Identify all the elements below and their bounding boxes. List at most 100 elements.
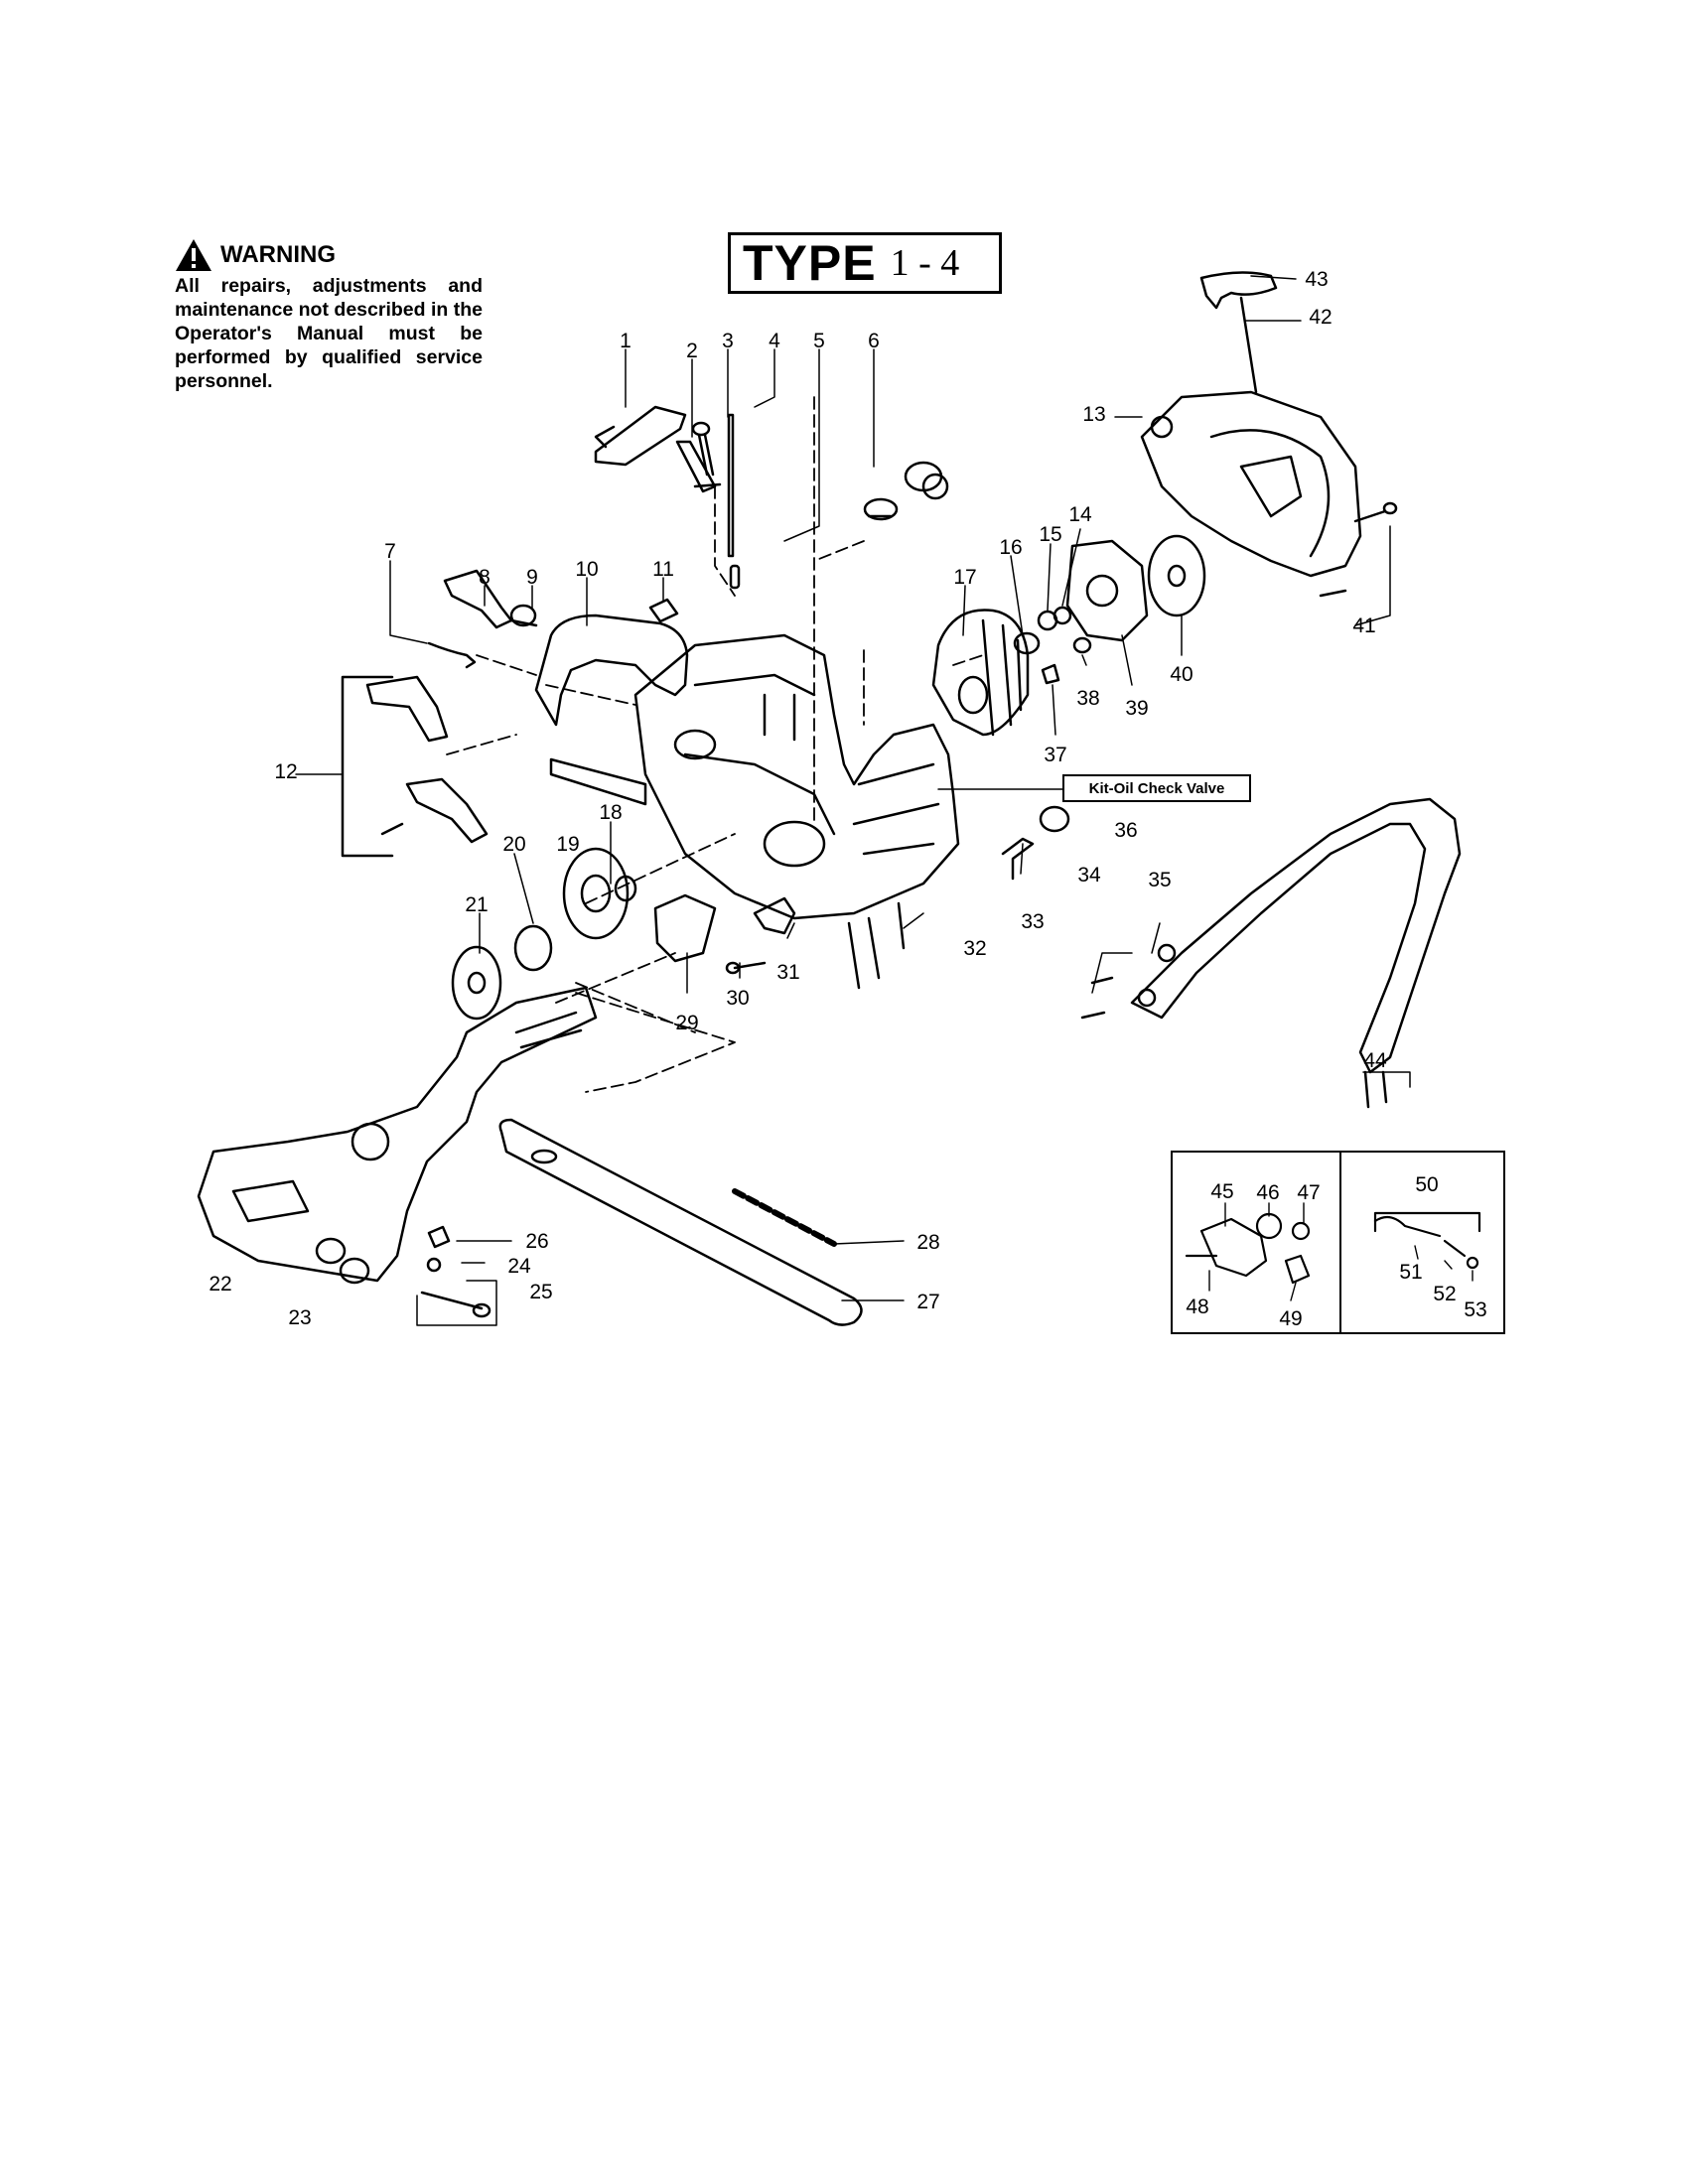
part-label-32: 32 xyxy=(963,937,986,960)
part-label-38: 38 xyxy=(1076,687,1099,710)
part-20-washer xyxy=(513,924,553,972)
part-label-43: 43 xyxy=(1305,268,1328,291)
part-label-10: 10 xyxy=(575,558,598,581)
part-5-pin xyxy=(729,564,741,590)
part-25-tensioner-screw xyxy=(420,1291,491,1318)
part-label-50: 50 xyxy=(1415,1173,1438,1196)
part-44-handle-bolts xyxy=(1363,1070,1388,1109)
part-label-31: 31 xyxy=(776,961,799,984)
part-label-36: 36 xyxy=(1114,819,1137,842)
part-label-1: 1 xyxy=(620,330,632,352)
part-35-front-handle xyxy=(1130,797,1462,1074)
part-47-plug xyxy=(1291,1221,1311,1241)
part-label-4: 4 xyxy=(769,330,780,352)
part-22-sprocket-cover xyxy=(197,986,598,1283)
part-29-guide-plate xyxy=(653,893,717,963)
part-label-23: 23 xyxy=(288,1306,311,1329)
part-label-42: 42 xyxy=(1309,306,1332,329)
part-label-14: 14 xyxy=(1068,503,1092,526)
part-label-33: 33 xyxy=(1021,910,1044,933)
assembly-guide-lines xyxy=(446,396,984,1093)
part-36-check-valve xyxy=(1039,805,1070,833)
part-4-rod xyxy=(727,413,735,558)
part-label-28: 28 xyxy=(916,1231,939,1254)
part-21-clutch xyxy=(451,945,502,1021)
part-label-39: 39 xyxy=(1125,697,1148,720)
part-7-spring xyxy=(427,641,477,669)
part-43-starter-handle xyxy=(1199,271,1278,310)
part-10-top-handle xyxy=(534,614,689,806)
part-label-52: 52 xyxy=(1433,1283,1456,1305)
kit-oil-check-valve-label: Kit-Oil Check Valve xyxy=(1062,774,1251,802)
part-label-15: 15 xyxy=(1039,523,1061,546)
part-label-17: 17 xyxy=(953,566,976,589)
part-31-oil-pump xyxy=(753,896,796,935)
part-label-40: 40 xyxy=(1170,663,1193,686)
part-label-25: 25 xyxy=(529,1281,552,1303)
part-28-saw-chain xyxy=(732,1188,837,1247)
part-label-5: 5 xyxy=(813,330,825,352)
part-label-41: 41 xyxy=(1352,614,1375,637)
part-label-34: 34 xyxy=(1077,864,1101,887)
part-label-35: 35 xyxy=(1148,869,1171,891)
part-49-fitting xyxy=(1284,1254,1311,1285)
part-50-oil-hose xyxy=(1373,1211,1481,1238)
part-label-49: 49 xyxy=(1279,1307,1302,1330)
part-label-44: 44 xyxy=(1363,1049,1387,1072)
inset-box xyxy=(1171,1151,1505,1334)
part-6-cap xyxy=(863,461,949,521)
part-label-27: 27 xyxy=(916,1291,939,1313)
warning-block: WARNING All repairs, adjustments and mai… xyxy=(175,238,483,393)
part-40-pulley xyxy=(1147,534,1206,617)
part-42-starter-cord xyxy=(1239,296,1258,394)
part-label-13: 13 xyxy=(1082,403,1105,426)
part-label-12: 12 xyxy=(274,760,297,783)
part-label-45: 45 xyxy=(1210,1180,1233,1203)
part-19-clutch-drum xyxy=(562,847,630,940)
part-32-bolts xyxy=(847,901,906,990)
warning-title: WARNING xyxy=(220,241,336,268)
part-3-screw xyxy=(691,421,715,477)
part-label-8: 8 xyxy=(479,566,491,589)
part-15-washer xyxy=(1037,610,1058,631)
part-label-6: 6 xyxy=(868,330,880,352)
part-label-7: 7 xyxy=(384,540,396,563)
part-2-lever xyxy=(675,440,722,493)
leader-lines xyxy=(295,275,1411,1326)
part-9-spring-clip xyxy=(509,604,538,627)
part-label-2: 2 xyxy=(686,340,698,362)
part-46-gear xyxy=(1255,1212,1283,1240)
part-33-oil-line xyxy=(1001,837,1035,881)
part-label-22: 22 xyxy=(209,1273,231,1296)
warning-triangle-icon xyxy=(176,239,211,271)
part-label-26: 26 xyxy=(525,1230,548,1253)
part-34-handle-screws xyxy=(1080,976,1114,1020)
part-label-30: 30 xyxy=(726,987,749,1010)
part-45-oil-pump-body xyxy=(1199,1217,1268,1278)
part-label-53: 53 xyxy=(1464,1298,1486,1321)
part-label-16: 16 xyxy=(999,536,1022,559)
part-17-flywheel xyxy=(931,609,1030,737)
part-52-hose xyxy=(1443,1239,1467,1258)
type-number: 1 - 4 xyxy=(890,242,960,284)
part-label-9: 9 xyxy=(526,566,538,589)
part-label-48: 48 xyxy=(1186,1296,1208,1318)
part-8-throttle xyxy=(443,569,513,629)
part-23-bar-nuts xyxy=(315,1237,370,1285)
type-box: TYPE 1 - 4 xyxy=(728,232,1002,294)
part-label-29: 29 xyxy=(675,1012,698,1034)
part-1-bracket xyxy=(594,405,687,467)
part-label-46: 46 xyxy=(1256,1181,1279,1204)
part-24-pin xyxy=(426,1257,442,1273)
part-label-11: 11 xyxy=(652,558,674,581)
part-label-21: 21 xyxy=(465,893,488,916)
part-label-47: 47 xyxy=(1297,1181,1320,1204)
part-13-starter-housing xyxy=(1140,390,1362,578)
type-word: TYPE xyxy=(743,235,877,291)
part-37-key xyxy=(1041,663,1060,685)
part-38-spacer xyxy=(1072,636,1092,654)
part-53-seal xyxy=(1466,1256,1479,1270)
